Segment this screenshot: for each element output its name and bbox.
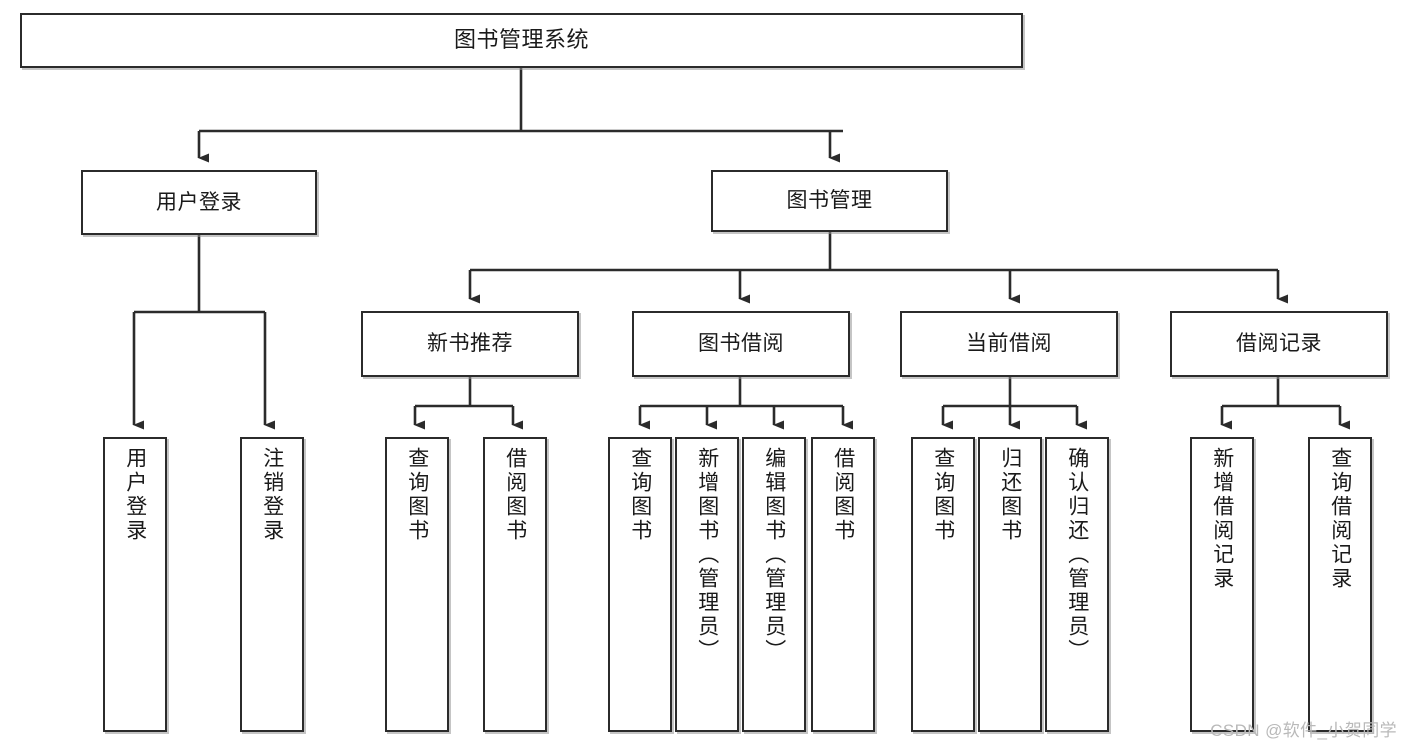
leaf-logout-label: 注销登录 — [260, 447, 284, 543]
leaf-query-book-current-label: 查询图书 — [931, 447, 955, 543]
node-borrow-records[interactable]: 借阅记录 — [1170, 311, 1388, 377]
node-book-borrow[interactable]: 图书借阅 — [632, 311, 850, 377]
leaf-borrow-book-borrow[interactable]: 借阅图书 — [811, 437, 875, 732]
node-current-borrow-label: 当前借阅 — [966, 332, 1052, 356]
leaf-confirm-return-admin-label: 确认归还（管理员） — [1065, 447, 1089, 663]
leaf-query-book-current[interactable]: 查询图书 — [911, 437, 975, 732]
leaf-user-login-label: 用户登录 — [123, 447, 147, 543]
leaf-return-book-label: 归还图书 — [998, 447, 1022, 543]
leaf-edit-book-admin-label: 编辑图书（管理员） — [762, 447, 786, 663]
leaf-edit-book-admin[interactable]: 编辑图书（管理员） — [742, 437, 806, 732]
leaf-query-book-newbook[interactable]: 查询图书 — [385, 437, 449, 732]
node-new-book-recommend[interactable]: 新书推荐 — [361, 311, 579, 377]
leaf-return-book[interactable]: 归还图书 — [978, 437, 1042, 732]
leaf-query-book-borrow-label: 查询图书 — [628, 447, 652, 543]
leaf-add-book-admin[interactable]: 新增图书（管理员） — [675, 437, 739, 732]
node-user-login[interactable]: 用户登录 — [81, 170, 317, 235]
node-current-borrow[interactable]: 当前借阅 — [900, 311, 1118, 377]
leaf-borrow-book-borrow-label: 借阅图书 — [831, 447, 855, 543]
leaf-add-book-admin-label: 新增图书（管理员） — [695, 447, 719, 663]
leaf-logout[interactable]: 注销登录 — [240, 437, 304, 732]
leaf-query-borrow-record-label: 查询借阅记录 — [1328, 447, 1352, 591]
node-book-borrow-label: 图书借阅 — [698, 332, 784, 356]
node-user-login-label: 用户登录 — [156, 190, 242, 214]
node-new-book-recommend-label: 新书推荐 — [427, 332, 513, 356]
node-book-management-label: 图书管理 — [786, 189, 873, 213]
node-book-management[interactable]: 图书管理 — [711, 170, 948, 232]
leaf-query-book-borrow[interactable]: 查询图书 — [608, 437, 672, 732]
leaf-query-book-newbook-label: 查询图书 — [405, 447, 429, 543]
node-root-label: 图书管理系统 — [453, 27, 589, 53]
leaf-borrow-book-newbook[interactable]: 借阅图书 — [483, 437, 547, 732]
leaf-query-borrow-record[interactable]: 查询借阅记录 — [1308, 437, 1372, 732]
node-root[interactable]: 图书管理系统 — [20, 13, 1023, 68]
leaf-add-borrow-record[interactable]: 新增借阅记录 — [1190, 437, 1254, 732]
node-borrow-records-label: 借阅记录 — [1236, 332, 1322, 356]
leaf-user-login[interactable]: 用户登录 — [103, 437, 167, 732]
leaf-borrow-book-newbook-label: 借阅图书 — [503, 447, 527, 543]
leaf-add-borrow-record-label: 新增借阅记录 — [1210, 447, 1234, 591]
leaf-confirm-return-admin[interactable]: 确认归还（管理员） — [1045, 437, 1109, 732]
